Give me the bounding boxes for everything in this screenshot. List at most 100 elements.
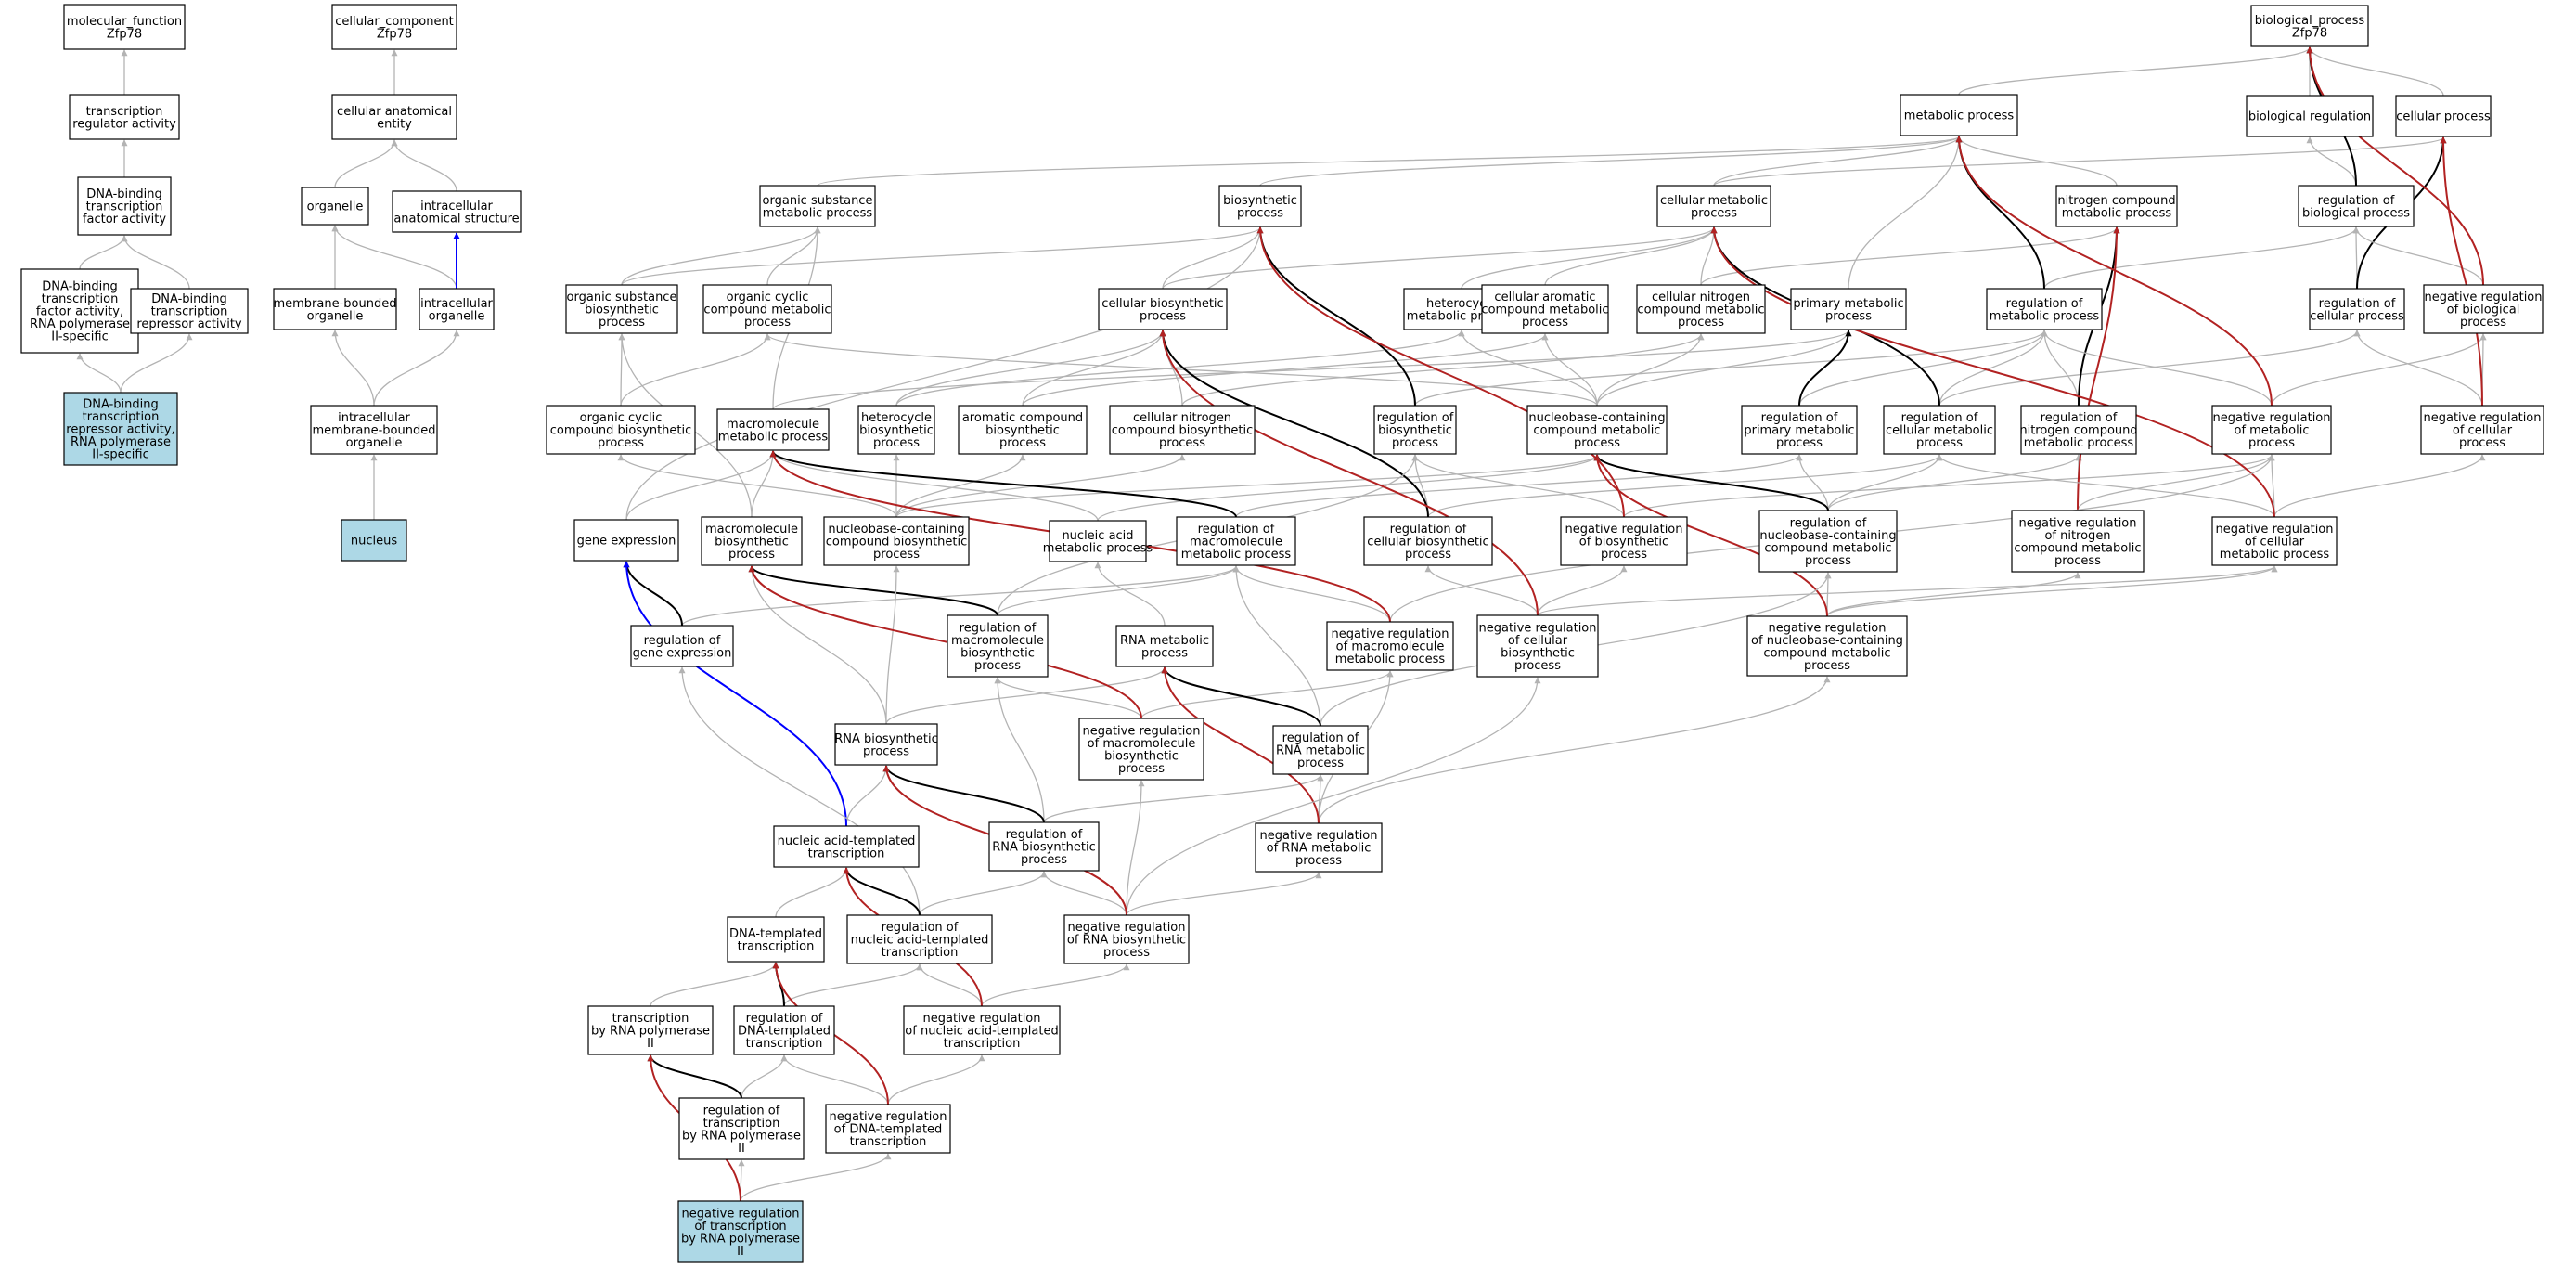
node-label-line: metabolic process [2220,548,2330,562]
edge-is-a [617,454,897,518]
node-label-line: transcription [850,1135,927,1149]
node-label-line: process [1295,854,1342,868]
node-box [341,519,407,562]
node-label-line: cellular biosynthetic [1101,297,1223,311]
go-term-node-reg-nucleobase-met[interactable]: regulation ofnucleobase-containingcompou… [1758,510,1898,573]
go-term-node-metabolic[interactable]: metabolic process [1900,94,2018,136]
node-label-line: process [744,316,791,330]
go-term-node-bio-reg[interactable]: biological regulation [2246,95,2374,137]
node-box [1373,405,1457,455]
edge-is-a [895,454,1026,518]
node-label-line: intracellular [420,297,493,311]
edge-is-a [1827,454,2082,511]
node-box [1326,621,1454,671]
edge-is-a [741,1054,788,1099]
edge-is-a [1826,565,2278,617]
node-box [69,94,180,140]
go-term-node-organelle[interactable]: organelle [301,187,369,226]
node-label-line: negative regulation [1067,921,1185,935]
edge-is-a [1259,136,1963,187]
node-label-line: cellular process [2396,110,2491,124]
node-label-line: transcription [42,292,119,306]
edge-is-a [1955,136,2118,187]
node-label-line: Zfp78 [2292,26,2327,40]
node-box [2011,510,2145,573]
edge-is-a [650,962,779,1007]
go-term-node-nucleus[interactable]: nucleus [341,519,407,562]
go-term-node-reg-macro-bios[interactable]: regulation ofmacromoleculebiosyntheticpr… [947,614,1049,678]
node-label-line: process [1916,436,1963,450]
go-term-node-gene-expr[interactable]: gene expression [573,519,679,562]
node-box [2246,95,2374,137]
go-term-node-cellular-proc[interactable]: cellular process [2395,95,2492,137]
